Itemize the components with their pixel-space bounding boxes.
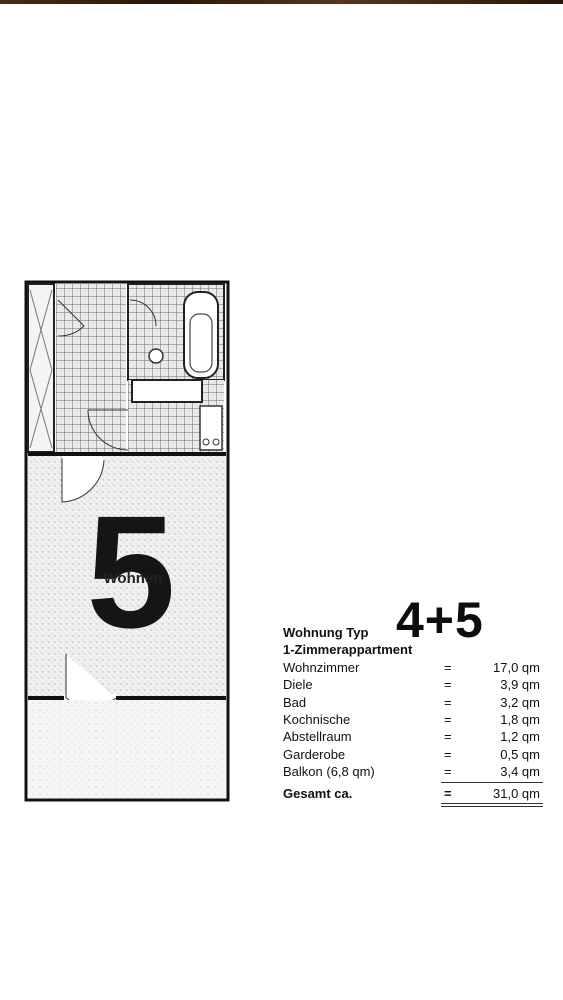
apartment-type-number: 4+5 xyxy=(396,592,484,648)
area-table: Wohnung Typ 1-Zimmerappartment Wohnzimme… xyxy=(283,624,543,807)
area-row-label: Diele xyxy=(283,677,313,693)
top-edge-strip xyxy=(0,0,563,4)
area-row-value: 3,2 qm xyxy=(500,694,540,710)
area-row-value: 3,9 qm xyxy=(500,677,540,693)
area-row-equals: = xyxy=(444,659,452,675)
area-row-label: Wohnzimmer xyxy=(283,659,360,675)
area-total-row: Gesamt ca. = 31,0 qm xyxy=(283,781,543,807)
area-row-equals: = xyxy=(444,711,452,727)
area-row: Abstellraum = 1,2 qm xyxy=(283,728,543,745)
area-total-equals: = xyxy=(444,785,452,801)
area-row-value: 1,2 qm xyxy=(500,729,540,745)
total-rule-top xyxy=(441,781,543,783)
area-row-value: 1,8 qm xyxy=(500,711,540,727)
area-row-equals: = xyxy=(444,677,452,693)
room-label-living: Wohnen xyxy=(103,570,163,587)
unit-number: 5 xyxy=(86,482,176,661)
area-row: Wohnzimmer = 17,0 qm xyxy=(283,659,543,676)
area-total-label: Gesamt ca. xyxy=(283,785,353,801)
area-row-equals: = xyxy=(444,746,452,762)
area-row-value: 17,0 qm xyxy=(493,659,540,675)
area-row-equals: = xyxy=(444,729,452,745)
total-rule-double-2 xyxy=(441,805,543,807)
apartment-subtitle: 1-Zimmerappartment xyxy=(283,642,413,658)
area-row-label: Kochnische xyxy=(283,711,351,727)
area-row-value: 0,5 qm xyxy=(500,746,540,762)
area-row-label: Balkon (6,8 qm) xyxy=(283,764,375,780)
area-row: Garderobe = 0,5 qm xyxy=(283,746,543,763)
area-row: Bad = 3,2 qm xyxy=(283,694,543,711)
area-total-value: 31,0 qm xyxy=(493,785,540,801)
area-row-label: Bad xyxy=(283,694,307,710)
area-row-value: 3,4 qm xyxy=(500,764,540,780)
area-row: Kochnische = 1,8 qm xyxy=(283,711,543,728)
total-rule-double-1 xyxy=(441,802,543,804)
area-row-label: Abstellraum xyxy=(283,729,352,745)
area-row: Balkon (6,8 qm) = 3,4 qm xyxy=(283,763,543,780)
area-row: Diele = 3,9 qm xyxy=(283,676,543,693)
area-row-equals: = xyxy=(444,764,452,780)
apartment-type-label: Wohnung Typ xyxy=(283,625,369,640)
floor-plan: 5 Wohnen xyxy=(24,280,230,802)
floor-plan-drawing xyxy=(24,280,230,802)
area-row-label: Garderobe xyxy=(283,746,346,762)
area-row-equals: = xyxy=(444,694,452,710)
